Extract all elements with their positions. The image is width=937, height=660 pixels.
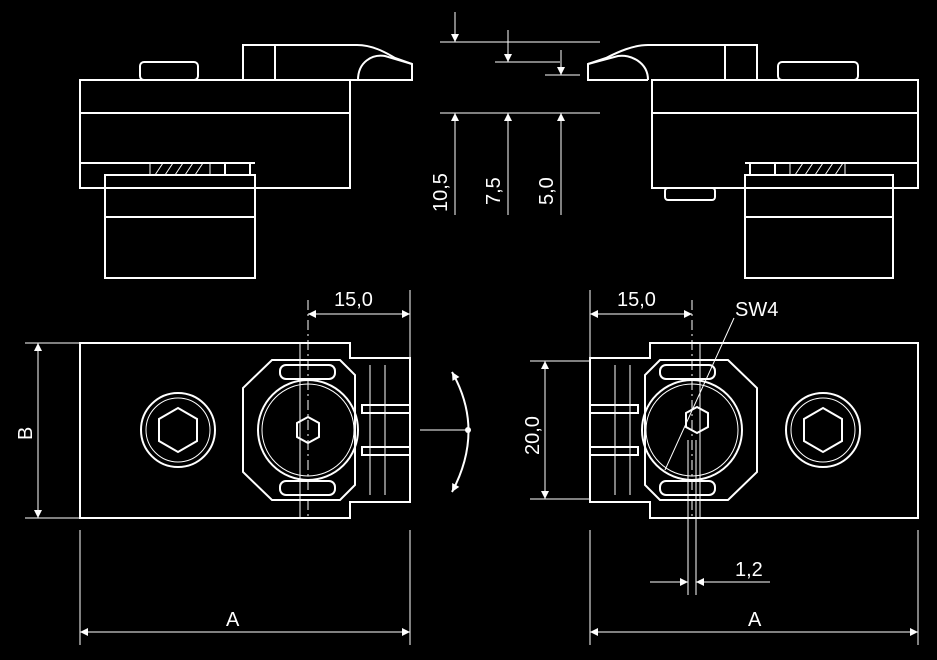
height-dimensions: 10,5 7,5 5,0 xyxy=(430,12,600,215)
sw4-label: SW4 xyxy=(735,299,778,321)
side-view-right xyxy=(587,44,919,279)
top-view-right: 1,2 SW4 15,0 20,0 A xyxy=(522,289,919,645)
bolt-head-right xyxy=(785,392,861,468)
bolt-head-left xyxy=(140,392,216,468)
thread-spring-right xyxy=(749,162,846,176)
dim-B-label: B xyxy=(15,427,37,440)
dim-10-5-label: 10,5 xyxy=(430,173,452,212)
dim-5-0-label: 5,0 xyxy=(536,177,558,205)
side-view-left xyxy=(79,44,413,279)
dim-15-0-right-label: 15,0 xyxy=(617,289,656,311)
dim-1-2-label: 1,2 xyxy=(735,559,763,581)
rotation-indicator xyxy=(420,371,471,493)
dim-20-0-label: 20,0 xyxy=(522,416,544,455)
dim-7-5-label: 7,5 xyxy=(483,177,505,205)
dim-A-left-label: A xyxy=(226,609,240,631)
thread-spring-left xyxy=(149,162,251,176)
top-view-left: A B 15,0 xyxy=(15,289,471,645)
slots-right xyxy=(589,365,639,495)
dim-A-right-label: A xyxy=(748,609,762,631)
dim-15-0-left-label: 15,0 xyxy=(334,289,373,311)
slots-left xyxy=(361,365,411,495)
